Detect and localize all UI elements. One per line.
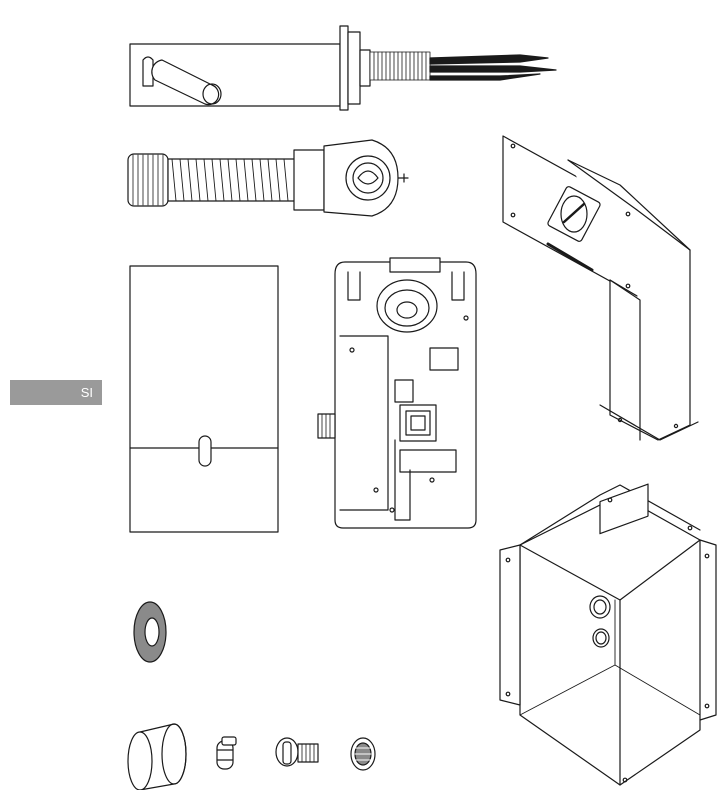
sleeve-icon xyxy=(127,723,187,790)
installation-box-icon xyxy=(499,483,717,786)
cover-plate-icon xyxy=(129,265,279,533)
flexible-hose-with-valve-icon xyxy=(127,139,409,217)
key-tool-icon xyxy=(275,737,319,767)
language-tab-label: SI xyxy=(80,385,93,400)
mounting-bracket-icon xyxy=(502,135,699,441)
spout-with-cables-icon xyxy=(129,25,557,111)
language-tab: SI xyxy=(10,380,102,405)
aerator-icon xyxy=(350,737,376,771)
gasket-ring-icon xyxy=(133,601,167,663)
control-unit-icon xyxy=(317,257,477,529)
hose-clamp-icon xyxy=(216,736,237,770)
